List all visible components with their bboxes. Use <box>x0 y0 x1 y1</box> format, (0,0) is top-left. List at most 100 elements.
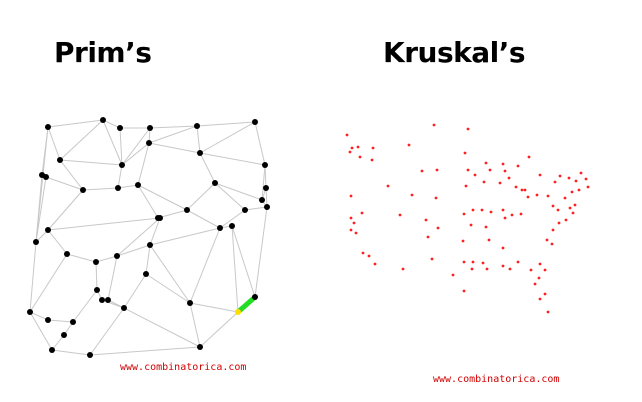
prim-edge <box>149 244 191 304</box>
kruskal-point <box>451 273 455 277</box>
prim-edge <box>95 255 118 263</box>
kruskal-point <box>574 179 578 183</box>
kruskal-point <box>501 264 505 268</box>
kruskal-point <box>551 228 555 232</box>
prim-node <box>80 187 86 193</box>
kruskal-point <box>480 208 484 212</box>
prim-node <box>242 207 248 213</box>
prim-edge <box>121 142 150 166</box>
prim-node <box>143 271 149 277</box>
prim-edge <box>59 119 104 161</box>
prim-edge <box>199 152 216 184</box>
prim-edge <box>89 307 125 356</box>
prim-edge <box>137 142 150 186</box>
prim-edge <box>145 244 151 275</box>
kruskal-point <box>584 177 588 181</box>
prim-node <box>117 125 123 131</box>
kruskal-point <box>535 193 539 197</box>
prim-node <box>212 180 218 186</box>
prim-node <box>252 294 258 300</box>
prim-node <box>157 215 163 221</box>
kruskal-point <box>551 204 555 208</box>
prim-edge <box>214 182 263 201</box>
prim-node <box>27 309 33 315</box>
kruskal-point <box>514 185 518 189</box>
prim-edge <box>82 187 119 191</box>
kruskal-point <box>537 276 541 280</box>
prim-node <box>194 123 200 129</box>
prim-node <box>87 352 93 358</box>
prim-edge <box>102 119 121 129</box>
prim-node <box>146 140 152 146</box>
prim-node <box>43 174 49 180</box>
prim-node <box>235 309 241 315</box>
kruskal-point <box>545 238 549 242</box>
prim-node <box>264 204 270 210</box>
prim-edge <box>231 225 239 313</box>
kruskal-point <box>529 268 533 272</box>
prim-edge <box>186 182 216 211</box>
kruskal-point <box>568 206 572 210</box>
kruskal-point <box>482 180 486 184</box>
kruskal-point <box>550 242 554 246</box>
prim-node <box>252 119 258 125</box>
kruskal-title: Kruskal’s <box>383 36 526 69</box>
kruskal-point <box>557 221 561 225</box>
prim-edge <box>261 164 266 201</box>
prim-edge <box>117 184 139 189</box>
prim-edge <box>231 225 256 298</box>
kruskal-point <box>567 176 571 180</box>
prim-edge <box>189 302 201 348</box>
kruskal-point <box>371 146 375 150</box>
kruskal-point <box>501 162 505 166</box>
kruskal-point <box>577 188 581 192</box>
prim-edge <box>47 126 61 161</box>
prim-edge <box>117 164 123 189</box>
kruskal-point <box>481 261 485 265</box>
prim-node <box>45 124 51 130</box>
kruskal-point <box>538 297 542 301</box>
kruskal-point <box>466 168 470 172</box>
kruskal-point <box>367 254 371 258</box>
prim-node <box>197 344 203 350</box>
kruskal-point <box>501 208 505 212</box>
prim-node <box>229 223 235 229</box>
prim-edge <box>244 206 268 211</box>
kruskal-point <box>386 184 390 188</box>
kruskal-point <box>370 158 374 162</box>
prim-node <box>61 332 67 338</box>
prim-edge <box>29 253 68 313</box>
prim-node <box>105 297 111 303</box>
kruskal-point <box>527 155 531 159</box>
prim-edge <box>102 119 123 166</box>
prim-node <box>45 317 51 323</box>
prim-node <box>119 162 125 168</box>
kruskal-point <box>556 208 560 212</box>
kruskal-point <box>354 231 358 235</box>
prim-node <box>49 347 55 353</box>
kruskal-point <box>470 267 474 271</box>
prim-node <box>147 125 153 131</box>
prim-edge <box>196 121 256 127</box>
kruskal-point <box>516 260 520 264</box>
kruskal-point <box>485 267 489 271</box>
prim-edge <box>107 255 118 301</box>
prim-edge <box>59 159 84 191</box>
kruskal-point <box>573 203 577 207</box>
prim-node <box>262 162 268 168</box>
kruskal-point <box>523 188 527 192</box>
kruskal-point <box>543 292 547 296</box>
prim-edge <box>199 311 239 348</box>
prim-node <box>33 239 39 245</box>
prim-edge <box>186 209 221 229</box>
prim-edge <box>47 119 104 128</box>
prim-edge <box>196 125 201 154</box>
prim-edge <box>148 125 198 144</box>
prim-edge <box>45 176 84 191</box>
kruskal-point <box>510 213 514 217</box>
kruskal-point <box>436 226 440 230</box>
prim-edge <box>95 261 98 291</box>
prim-node <box>263 185 269 191</box>
kruskal-point <box>538 262 542 266</box>
kruskal-point <box>543 268 547 272</box>
